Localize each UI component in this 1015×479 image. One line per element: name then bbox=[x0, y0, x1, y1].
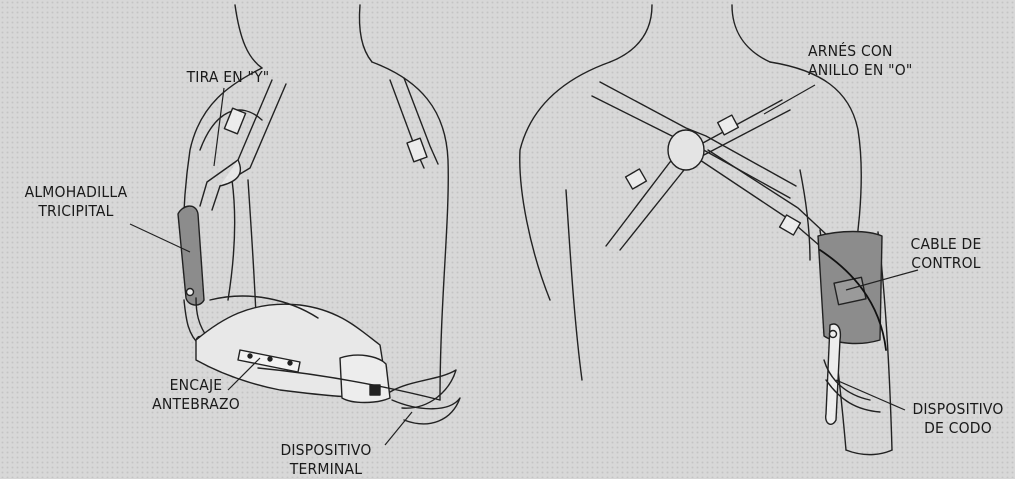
label-encaje-line2: ANTEBRAZO bbox=[140, 395, 252, 414]
label-terminal-line2: TERMINAL bbox=[256, 460, 396, 479]
label-codo-line1: DISPOSITIVO bbox=[902, 400, 1014, 419]
label-cable-line1: CABLE DE bbox=[890, 235, 1002, 254]
label-almohadilla-tricipital: ALMOHADILLA TRICIPITAL bbox=[6, 183, 146, 221]
label-encaje-line1: ENCAJE bbox=[140, 376, 252, 395]
label-arnes-line1: ARNÉS CON bbox=[808, 42, 958, 61]
label-tira-en-y-text: TIRA EN "Y" bbox=[187, 68, 270, 86]
label-tira-en-y: TIRA EN "Y" bbox=[172, 68, 284, 87]
label-dispositivo-codo: DISPOSITIVO DE CODO bbox=[902, 400, 1014, 438]
label-almohadilla-line2: TRICIPITAL bbox=[6, 202, 146, 221]
label-terminal-line1: DISPOSITIVO bbox=[256, 441, 396, 460]
label-arnes-anillo: ARNÉS CON ANILLO EN "O" bbox=[808, 42, 958, 80]
label-cable-line2: CONTROL bbox=[890, 254, 1002, 273]
label-codo-line2: DE CODO bbox=[902, 419, 1014, 438]
label-dispositivo-terminal: DISPOSITIVO TERMINAL bbox=[256, 441, 396, 479]
label-cable-de-control: CABLE DE CONTROL bbox=[890, 235, 1002, 273]
label-encaje-antebrazo: ENCAJE ANTEBRAZO bbox=[140, 376, 252, 414]
label-arnes-line2: ANILLO EN "O" bbox=[808, 61, 958, 80]
label-almohadilla-line1: ALMOHADILLA bbox=[6, 183, 146, 202]
